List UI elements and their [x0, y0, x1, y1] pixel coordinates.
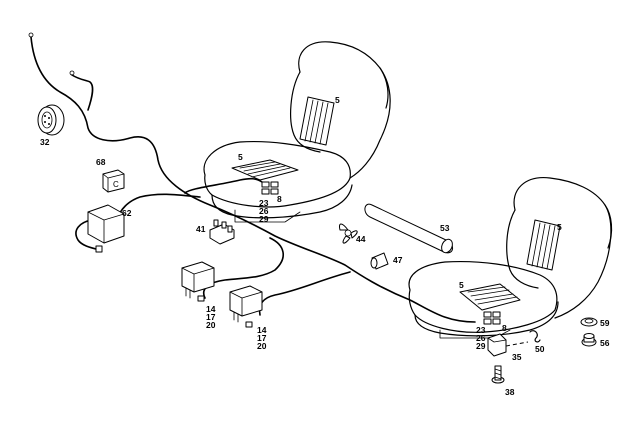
relay-unit-b: [229, 285, 263, 328]
round-connector-part-32: [37, 104, 65, 136]
label-20-b: 20: [257, 341, 267, 351]
label-8-rear: 8: [277, 194, 282, 204]
relay-part-68: C: [102, 169, 125, 193]
label-47: 47: [393, 255, 403, 265]
label-32: 32: [40, 137, 50, 147]
label-20-a: 20: [206, 320, 216, 330]
control-unit-part-62: [87, 204, 125, 253]
label-29-rear: 29: [259, 214, 269, 224]
front-connector-block: [483, 311, 501, 325]
relay-unit-a: [181, 261, 215, 302]
label-38: 38: [505, 387, 515, 397]
fan-part-44: [339, 223, 358, 244]
label-5-rear-back: 5: [335, 95, 340, 105]
label-14-a: 14: [206, 304, 216, 314]
label-5-rear-cushion: 5: [238, 152, 243, 162]
clip-part-50: [529, 330, 541, 343]
label-26-front: 26: [476, 333, 486, 343]
plug-part-56: [581, 333, 597, 347]
label-59: 59: [600, 318, 610, 328]
rear-seat: [203, 41, 391, 223]
grommet-part-59: [580, 317, 598, 327]
label-23-rear: 23: [259, 198, 269, 208]
switch-part-41: [209, 219, 235, 245]
rear-cushion-heating-element: [231, 159, 299, 181]
svg-text:C: C: [113, 180, 119, 189]
label-53: 53: [440, 223, 450, 233]
label-26-rear: 26: [259, 206, 269, 216]
cylinder-part-53: [364, 203, 453, 254]
label-29-front: 29: [476, 341, 486, 351]
wiring-harness: [28, 32, 476, 323]
front-backrest-heating-element: [526, 219, 561, 271]
front-cushion-heating-element: [459, 283, 521, 311]
rear-backrest-heating-element: [299, 96, 335, 146]
part-labels: 5 5 23 26 29 8 32 68 62 41 44 53 47 14 1…: [40, 95, 610, 397]
front-seat: [408, 177, 613, 339]
label-41: 41: [196, 224, 206, 234]
screw-part-38: [491, 365, 505, 384]
label-68: 68: [96, 157, 106, 167]
label-44: 44: [356, 234, 366, 244]
label-17-a: 17: [206, 312, 216, 322]
sleeve-part-47: [370, 252, 389, 270]
label-5-front-cushion: 5: [459, 280, 464, 290]
label-14-b: 14: [257, 325, 267, 335]
label-50: 50: [535, 344, 545, 354]
label-17-b: 17: [257, 333, 267, 343]
label-56: 56: [600, 338, 610, 348]
bracket-part-35: [487, 333, 529, 357]
label-8-front: 8: [502, 323, 507, 333]
label-35: 35: [512, 352, 522, 362]
label-23-front: 23: [476, 325, 486, 335]
label-5-front-back: 5: [557, 222, 562, 232]
label-62: 62: [122, 208, 132, 218]
rear-connector-block: [261, 181, 279, 195]
